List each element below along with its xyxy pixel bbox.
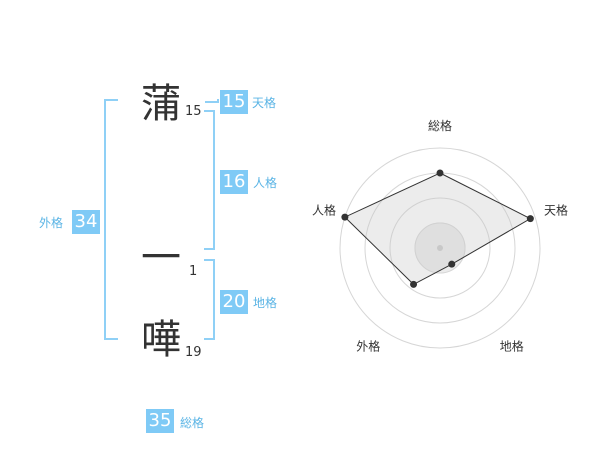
- gaikaku-score: 34: [72, 210, 100, 234]
- radar-axis-label: 外格: [356, 339, 380, 354]
- jinkaku-label: 人格: [253, 176, 278, 190]
- soukaku-label: 総格: [180, 416, 205, 430]
- tenkaku-label: 天格: [252, 96, 277, 110]
- name-char-2: 一: [141, 235, 181, 281]
- soukaku-score: 35: [146, 409, 174, 433]
- radar-point-3: [448, 260, 456, 268]
- jinkaku-score: 16: [220, 170, 248, 194]
- chikaku-label: 地格: [253, 296, 278, 310]
- gaikaku-bracket: [104, 99, 118, 340]
- jinkaku-bracket: [204, 110, 215, 250]
- radar-point-4: [410, 280, 418, 288]
- radar-point-5: [341, 213, 349, 221]
- chikaku-bracket: [204, 259, 215, 340]
- radar-axis-label: 総格: [428, 118, 452, 133]
- name-char-3: 嘩: [141, 317, 181, 363]
- chikaku-score: 20: [220, 290, 248, 314]
- name-char-1: 蒲: [141, 81, 181, 127]
- radar-axis-label: 人格: [312, 202, 336, 217]
- radar-axis-label: 天格: [544, 202, 568, 217]
- radar-point-2: [526, 215, 534, 223]
- radar-polygon: [344, 172, 532, 286]
- stroke-count-1: 15: [185, 104, 202, 119]
- tenkaku-score: 15: [220, 90, 248, 114]
- radar-point-1: [436, 169, 444, 177]
- radar-center-dot: [437, 245, 443, 251]
- tenkaku-bracket: [205, 99, 219, 103]
- gaikaku-label: 外格: [39, 216, 64, 230]
- stroke-count-2: 1: [189, 264, 198, 279]
- radar-axis-label: 地格: [500, 339, 524, 354]
- stroke-count-3: 19: [185, 345, 202, 360]
